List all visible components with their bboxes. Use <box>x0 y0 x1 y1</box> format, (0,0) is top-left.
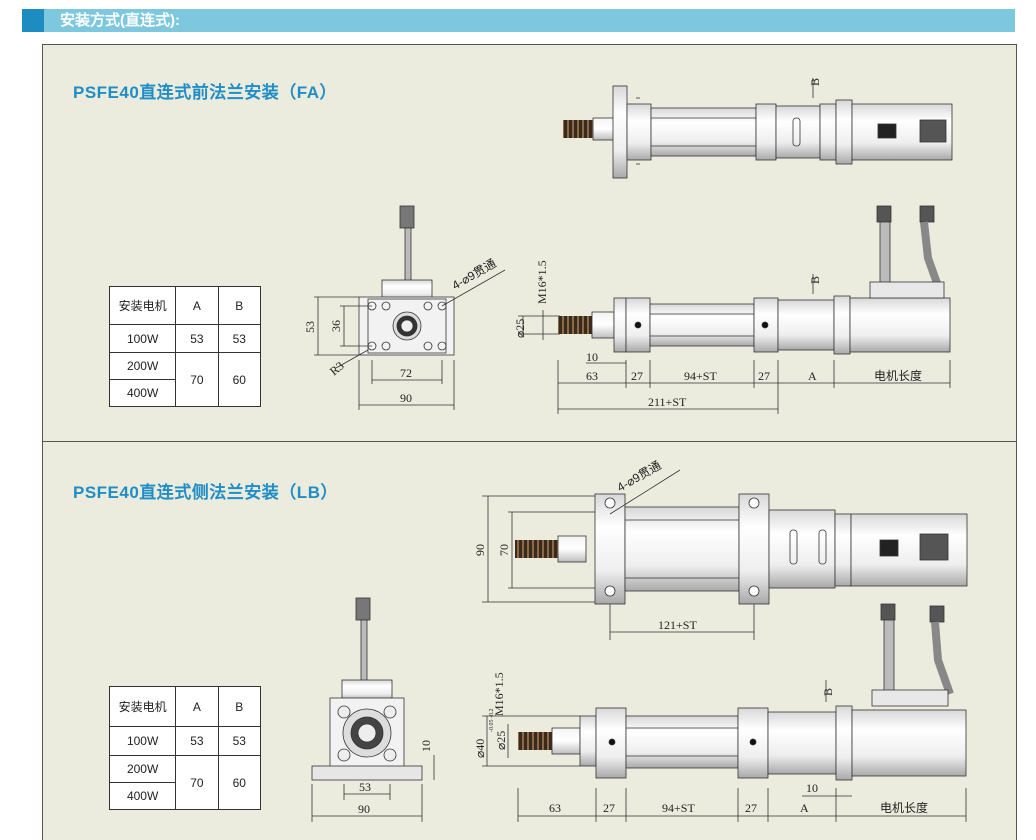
fa-top-view-drawing <box>563 78 953 179</box>
cell-motor: 400W <box>108 782 177 810</box>
section-header-title: 安装方式(直连式): <box>60 12 180 29</box>
fa-front-dim-53: 53 <box>303 321 317 333</box>
fa-side-dim-27b: 27 <box>758 369 770 383</box>
fa-front-dim-r3: R3 <box>327 359 347 379</box>
lb-top-dim-70: 70 <box>497 544 511 556</box>
cell-b: 60 <box>217 352 262 407</box>
fa-side-dim-10: 10 <box>586 350 598 364</box>
lb-side-dim-27a: 27 <box>603 801 615 815</box>
th-b: B <box>217 286 262 325</box>
panel-fa-title: PSFE40直连式前法兰安装（FA） <box>73 83 338 102</box>
cell-b: 60 <box>217 755 262 810</box>
spec-table-lb: 安装电机 A B 100W 53 53 200W 70 60 400W <box>108 686 262 810</box>
lb-top-holes-label: 4-⌀9贯通 <box>615 458 664 494</box>
lb-side-thread: M16*1.5 <box>492 672 506 716</box>
lb-top-view-drawing <box>482 469 968 640</box>
lb-front-view-drawing <box>311 597 435 822</box>
fa-front-dim-36: 36 <box>329 320 343 332</box>
panel-fa: PSFE40直连式前法兰安装（FA） 安装电机 A B 100W 53 53 2… <box>42 44 1017 443</box>
lb-side-dia40: ⌀40 <box>473 739 487 758</box>
lb-side-dim-10: 10 <box>806 781 818 795</box>
fa-side-view-drawing <box>518 205 951 414</box>
cell-b: 53 <box>217 324 262 353</box>
cell-motor: 400W <box>108 379 177 407</box>
fa-side-motor-length: 电机长度 <box>874 368 922 383</box>
fa-top-dim-b: B <box>808 78 822 86</box>
fa-side-total: 211+ST <box>648 395 687 409</box>
fa-side-dim-b: B <box>808 276 822 284</box>
fa-side-dim-stroke: 94+ST <box>684 369 717 383</box>
fa-side-dim-27a: 27 <box>631 369 643 383</box>
lb-side-dim-b: B <box>821 688 835 696</box>
fa-front-view-drawing <box>314 205 506 410</box>
cell-a: 53 <box>175 324 219 353</box>
panel-lb: PSFE40直连式侧法兰安装（LB） 安装电机 A B 100W 53 53 2… <box>42 441 1017 840</box>
th-a: A <box>175 286 219 325</box>
lb-side-dim-stroke: 94+ST <box>662 801 695 815</box>
lb-side-dim-27b: 27 <box>745 801 757 815</box>
lb-top-dim-span: 121+ST <box>658 618 697 632</box>
fa-side-dim-63: 63 <box>586 369 598 383</box>
lb-side-motor-length: 电机长度 <box>880 800 928 815</box>
lb-side-dim-63: 63 <box>549 801 561 815</box>
cell-motor: 200W <box>108 755 177 783</box>
th-a: A <box>175 686 219 727</box>
lb-side-view-drawing <box>482 603 967 822</box>
lb-top-dim-90: 90 <box>473 544 487 556</box>
fa-side-dim-a: A <box>808 369 817 383</box>
fa-front-holes-label: 4-⌀9贯通 <box>450 256 499 292</box>
cell-a: 70 <box>175 755 219 810</box>
header-accent <box>22 9 44 32</box>
panel-lb-title: PSFE40直连式侧法兰安装（LB） <box>73 483 338 502</box>
fa-front-dim-90: 90 <box>400 391 412 405</box>
fa-side-thread: M16*1.5 <box>535 260 549 304</box>
fa-front-dim-72: 72 <box>400 366 412 380</box>
lb-side-dim-a: A <box>800 801 809 815</box>
lb-front-dim-90: 90 <box>358 802 370 816</box>
lb-front-dim-53: 53 <box>359 780 371 794</box>
lb-front-dim-10: 10 <box>419 740 433 752</box>
section-header-bar <box>22 9 1015 32</box>
lb-side-dia25: ⌀25 <box>494 731 508 750</box>
th-motor: 安装电机 <box>108 686 177 727</box>
spec-table-fa: 安装电机 A B 100W 53 53 200W 70 60 400W <box>108 286 262 407</box>
fa-side-dia: ⌀25 <box>513 319 527 338</box>
lb-side-tolerance: -0.05 -0.2 <box>489 709 495 733</box>
th-b: B <box>217 686 262 727</box>
